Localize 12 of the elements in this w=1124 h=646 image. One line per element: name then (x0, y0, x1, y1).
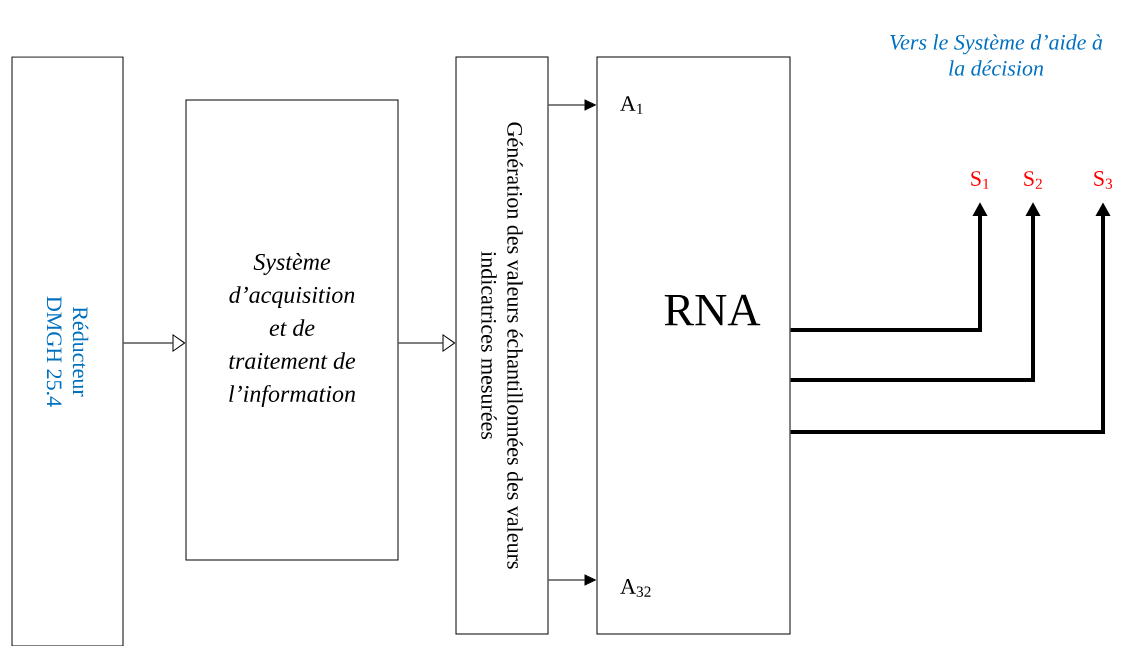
output-label: S$_{1}$ (971, 171, 989, 189)
process-box: Génération des valeurs échantillonnées des valeurs indicatrices mesurées (455, 56, 549, 635)
output-label: S$_{3}$ (1094, 171, 1113, 189)
annotation-text: Vers le Système d’aide à la décision (890, 34, 1103, 76)
network-box: RNA A$_{1}$ A$_{32}$ (596, 56, 791, 635)
output-label: S$_{2}$ (1024, 171, 1042, 189)
arrow (548, 574, 596, 586)
process-box: Réducteur DMGH 25.4 (11, 56, 124, 646)
process-box: Système d’acquisition et de traitement de l’information (185, 99, 399, 561)
arrow (398, 334, 456, 352)
arrow (548, 99, 596, 111)
arrow (123, 334, 186, 352)
